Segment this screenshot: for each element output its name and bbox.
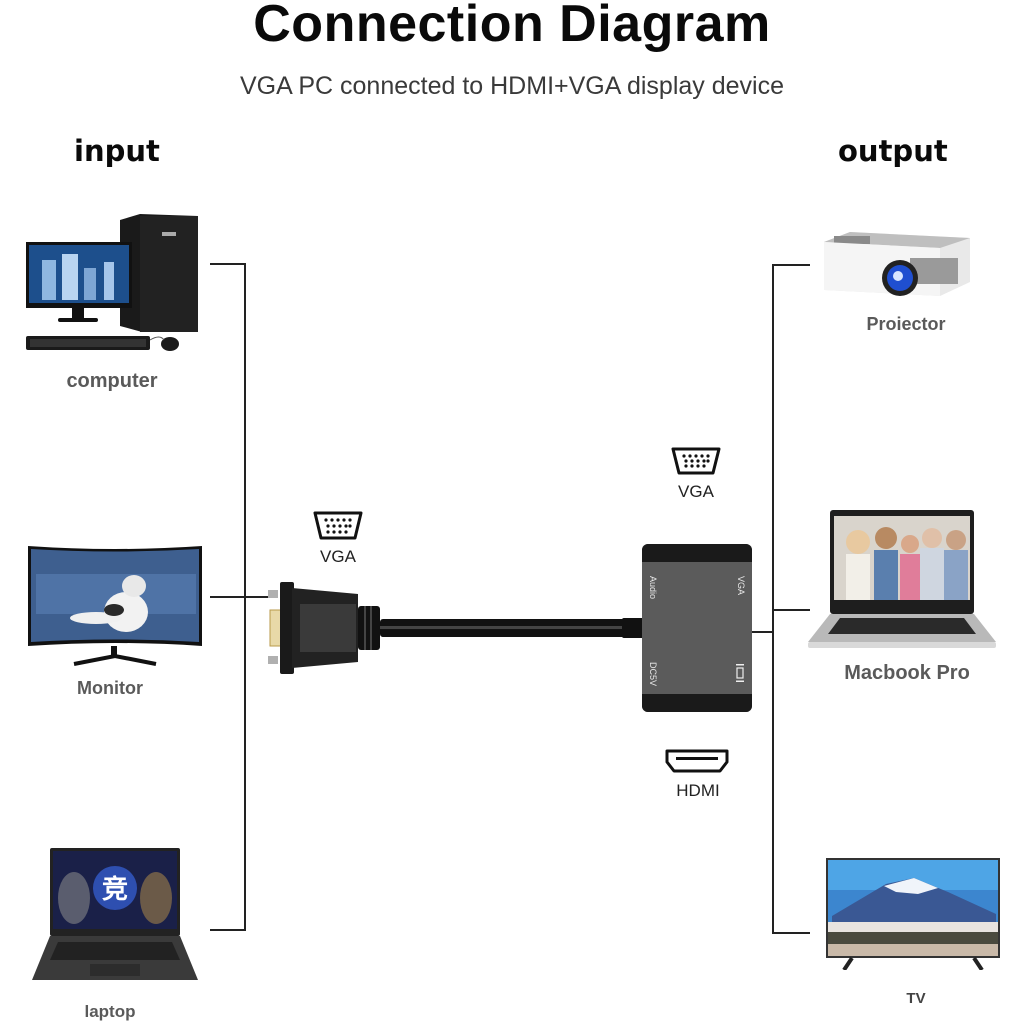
output-bracket-tick-macbook <box>772 609 810 611</box>
adapter-box-bottom-band <box>642 694 752 712</box>
vga-port-icon <box>312 510 364 542</box>
output-bracket-vertical <box>772 264 774 934</box>
adapter-label-dc5v: DC5V <box>648 662 658 687</box>
output-device-label-projector: Proiector <box>866 314 946 334</box>
laptop-icon <box>806 508 998 652</box>
input-bracket-connector <box>246 596 272 598</box>
tv-icon <box>826 858 1000 970</box>
output-bracket-tick-projector <box>772 264 810 266</box>
adapter-cable <box>380 619 626 637</box>
output-bracket-tick-tv <box>772 932 810 934</box>
output-bracket-connector <box>752 631 772 633</box>
input-device-label-laptop: laptop <box>84 1002 136 1021</box>
output-port-label-hdmi: HDMI <box>676 781 720 800</box>
vga-port-icon <box>670 446 722 476</box>
adapter-label-vga: VGA <box>736 576 746 596</box>
output-heading: output <box>838 134 948 168</box>
input-bracket-tick-monitor <box>210 596 246 598</box>
adapter-box: Audio VGA DC5V <box>642 544 752 712</box>
monitor-icon <box>26 544 204 668</box>
laptop-icon: 竞 <box>28 846 202 986</box>
input-heading: input <box>74 134 160 168</box>
svg-text:竞: 竞 <box>102 874 128 905</box>
input-device-label-monitor: Monitor <box>77 678 143 698</box>
input-device-label-computer: computer <box>66 370 158 392</box>
input-bracket-tick-computer <box>210 263 246 265</box>
diagram-title: Connection Diagram <box>253 0 771 53</box>
projector-icon <box>820 228 974 304</box>
output-device-label-macbook: Macbook Pro <box>844 662 970 684</box>
hdmi-symbol-icon <box>736 664 744 682</box>
output-device-label-tv: TV <box>906 990 926 1007</box>
adapter-box-top-band <box>642 544 752 562</box>
vga-plug <box>266 580 406 676</box>
input-port-label: VGA <box>320 547 356 566</box>
adapter-label-audio: Audio <box>648 576 658 600</box>
cable-strain-relief <box>622 618 644 638</box>
output-port-label-vga: VGA <box>678 482 714 501</box>
desktop-computer-icon <box>22 210 202 360</box>
hdmi-port-icon <box>664 748 730 774</box>
diagram-subtitle: VGA PC connected to HDMI+VGA display dev… <box>239 72 785 100</box>
input-bracket-tick-laptop <box>210 929 246 931</box>
